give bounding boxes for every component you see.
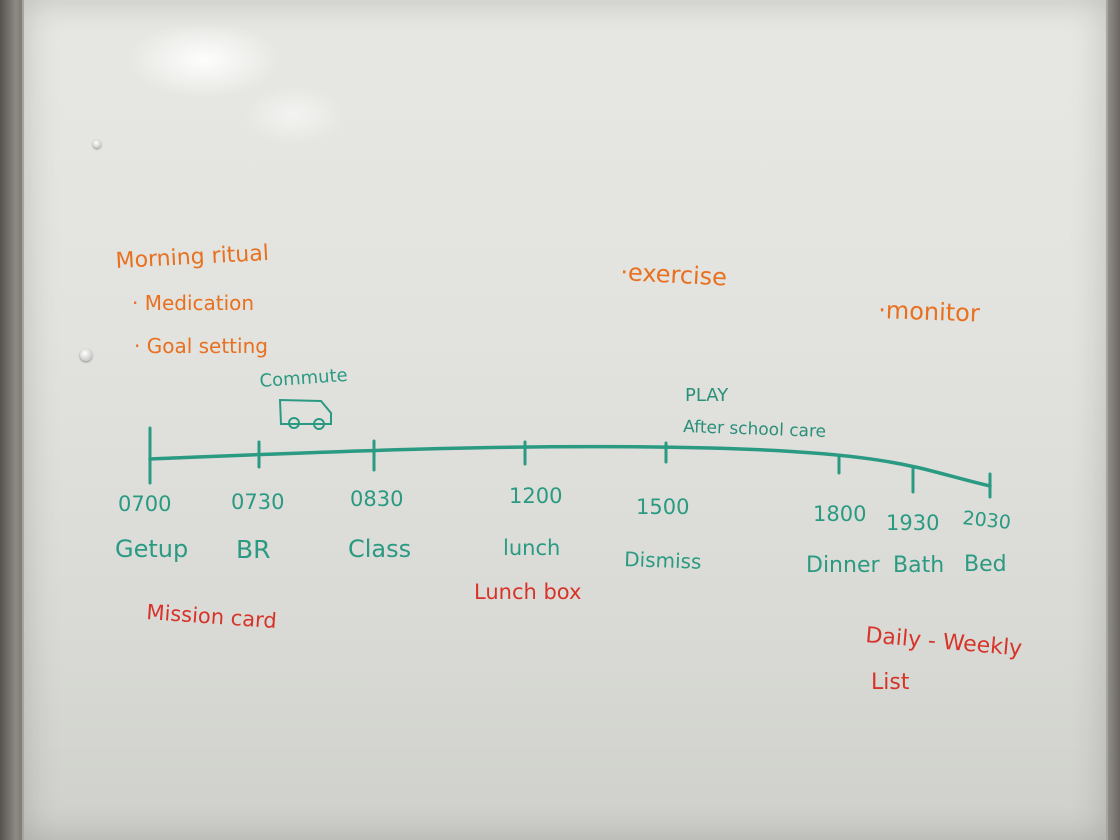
- daily-weekly-note: Daily - Weekly: [864, 623, 1023, 662]
- event-label: BR: [236, 535, 271, 564]
- time-label: 0700: [118, 492, 171, 516]
- time-label: 1930: [886, 511, 939, 535]
- medication-item: · Medication: [132, 291, 254, 315]
- list-note: List: [871, 670, 910, 695]
- board-pin: [93, 140, 101, 148]
- time-label: 2030: [961, 507, 1011, 534]
- event-label: Dismiss: [624, 547, 702, 574]
- time-label: 1800: [813, 502, 866, 526]
- event-label: lunch: [503, 536, 560, 560]
- after-school-care-label: After school care: [683, 417, 827, 442]
- time-label: 0830: [350, 487, 403, 511]
- time-label: 1500: [636, 495, 689, 519]
- commute-label: Commute: [259, 365, 348, 392]
- timeline-line: [148, 444, 992, 488]
- event-label: Bed: [964, 552, 1007, 577]
- time-label: 0730: [231, 490, 284, 514]
- whiteboard: [22, 0, 1108, 840]
- goal-setting-item: · Goal setting: [134, 334, 268, 358]
- morning-ritual-heading: Morning ritual: [115, 241, 269, 274]
- board-pin: [80, 349, 92, 361]
- event-label: Dinner: [806, 553, 880, 578]
- monitor-note: ·monitor: [878, 296, 981, 328]
- event-label: Bath: [893, 553, 944, 578]
- event-label: Class: [348, 535, 411, 563]
- exercise-note: ·exercise: [620, 258, 728, 292]
- car-icon: [278, 398, 332, 430]
- lunch-box-note: Lunch box: [474, 580, 581, 604]
- time-label: 1200: [509, 484, 562, 508]
- timeline-ticks: [148, 426, 992, 499]
- play-label: PLAY: [685, 385, 729, 406]
- mission-card-note: Mission card: [146, 600, 278, 633]
- event-label: Getup: [115, 535, 188, 563]
